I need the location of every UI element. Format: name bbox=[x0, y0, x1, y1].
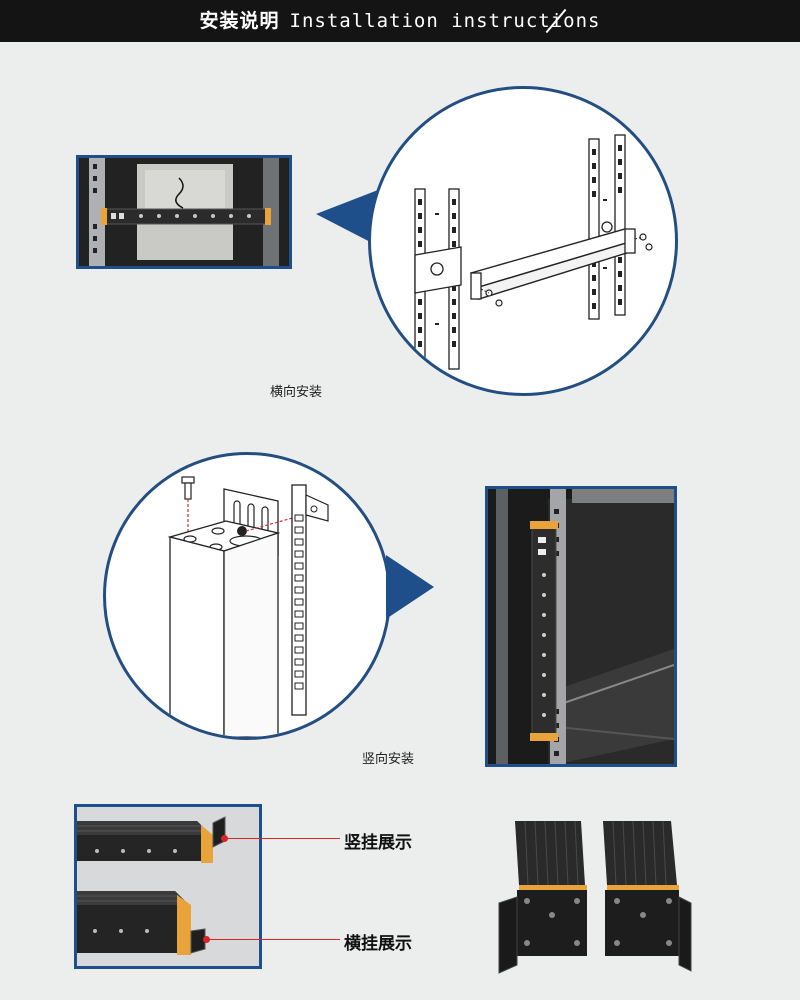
photo-horizontal-rack bbox=[76, 155, 292, 269]
marker-line-vertical-hang bbox=[226, 838, 340, 839]
photo-vertical-rack bbox=[485, 486, 677, 767]
photo-hanging-display bbox=[74, 804, 262, 969]
label-vertical-hang: 竖挂展示 bbox=[344, 833, 412, 853]
label-horizontal-hang: 横挂展示 bbox=[344, 934, 412, 954]
caption-vertical: 竖向安装 bbox=[362, 752, 415, 767]
title-en: Installation instructions bbox=[289, 10, 601, 32]
marker-dot-horizontal-hang bbox=[203, 936, 210, 943]
caption-horizontal: 横向安装 bbox=[270, 385, 323, 400]
pointer-triangle-horizontal bbox=[316, 190, 378, 246]
diagram-circle-vertical bbox=[103, 452, 391, 740]
diagram-circle-horizontal bbox=[368, 86, 678, 396]
marker-dot-vertical-hang bbox=[221, 835, 228, 842]
pointer-triangle-vertical bbox=[386, 555, 434, 619]
page-title: 安装说明 Installation instructions bbox=[200, 6, 601, 33]
marker-line-horizontal-hang bbox=[208, 939, 340, 940]
title-cn: 安装说明 bbox=[199, 10, 280, 32]
photo-end-caps bbox=[498, 820, 692, 974]
page-header: 安装说明 Installation instructions bbox=[0, 0, 800, 42]
